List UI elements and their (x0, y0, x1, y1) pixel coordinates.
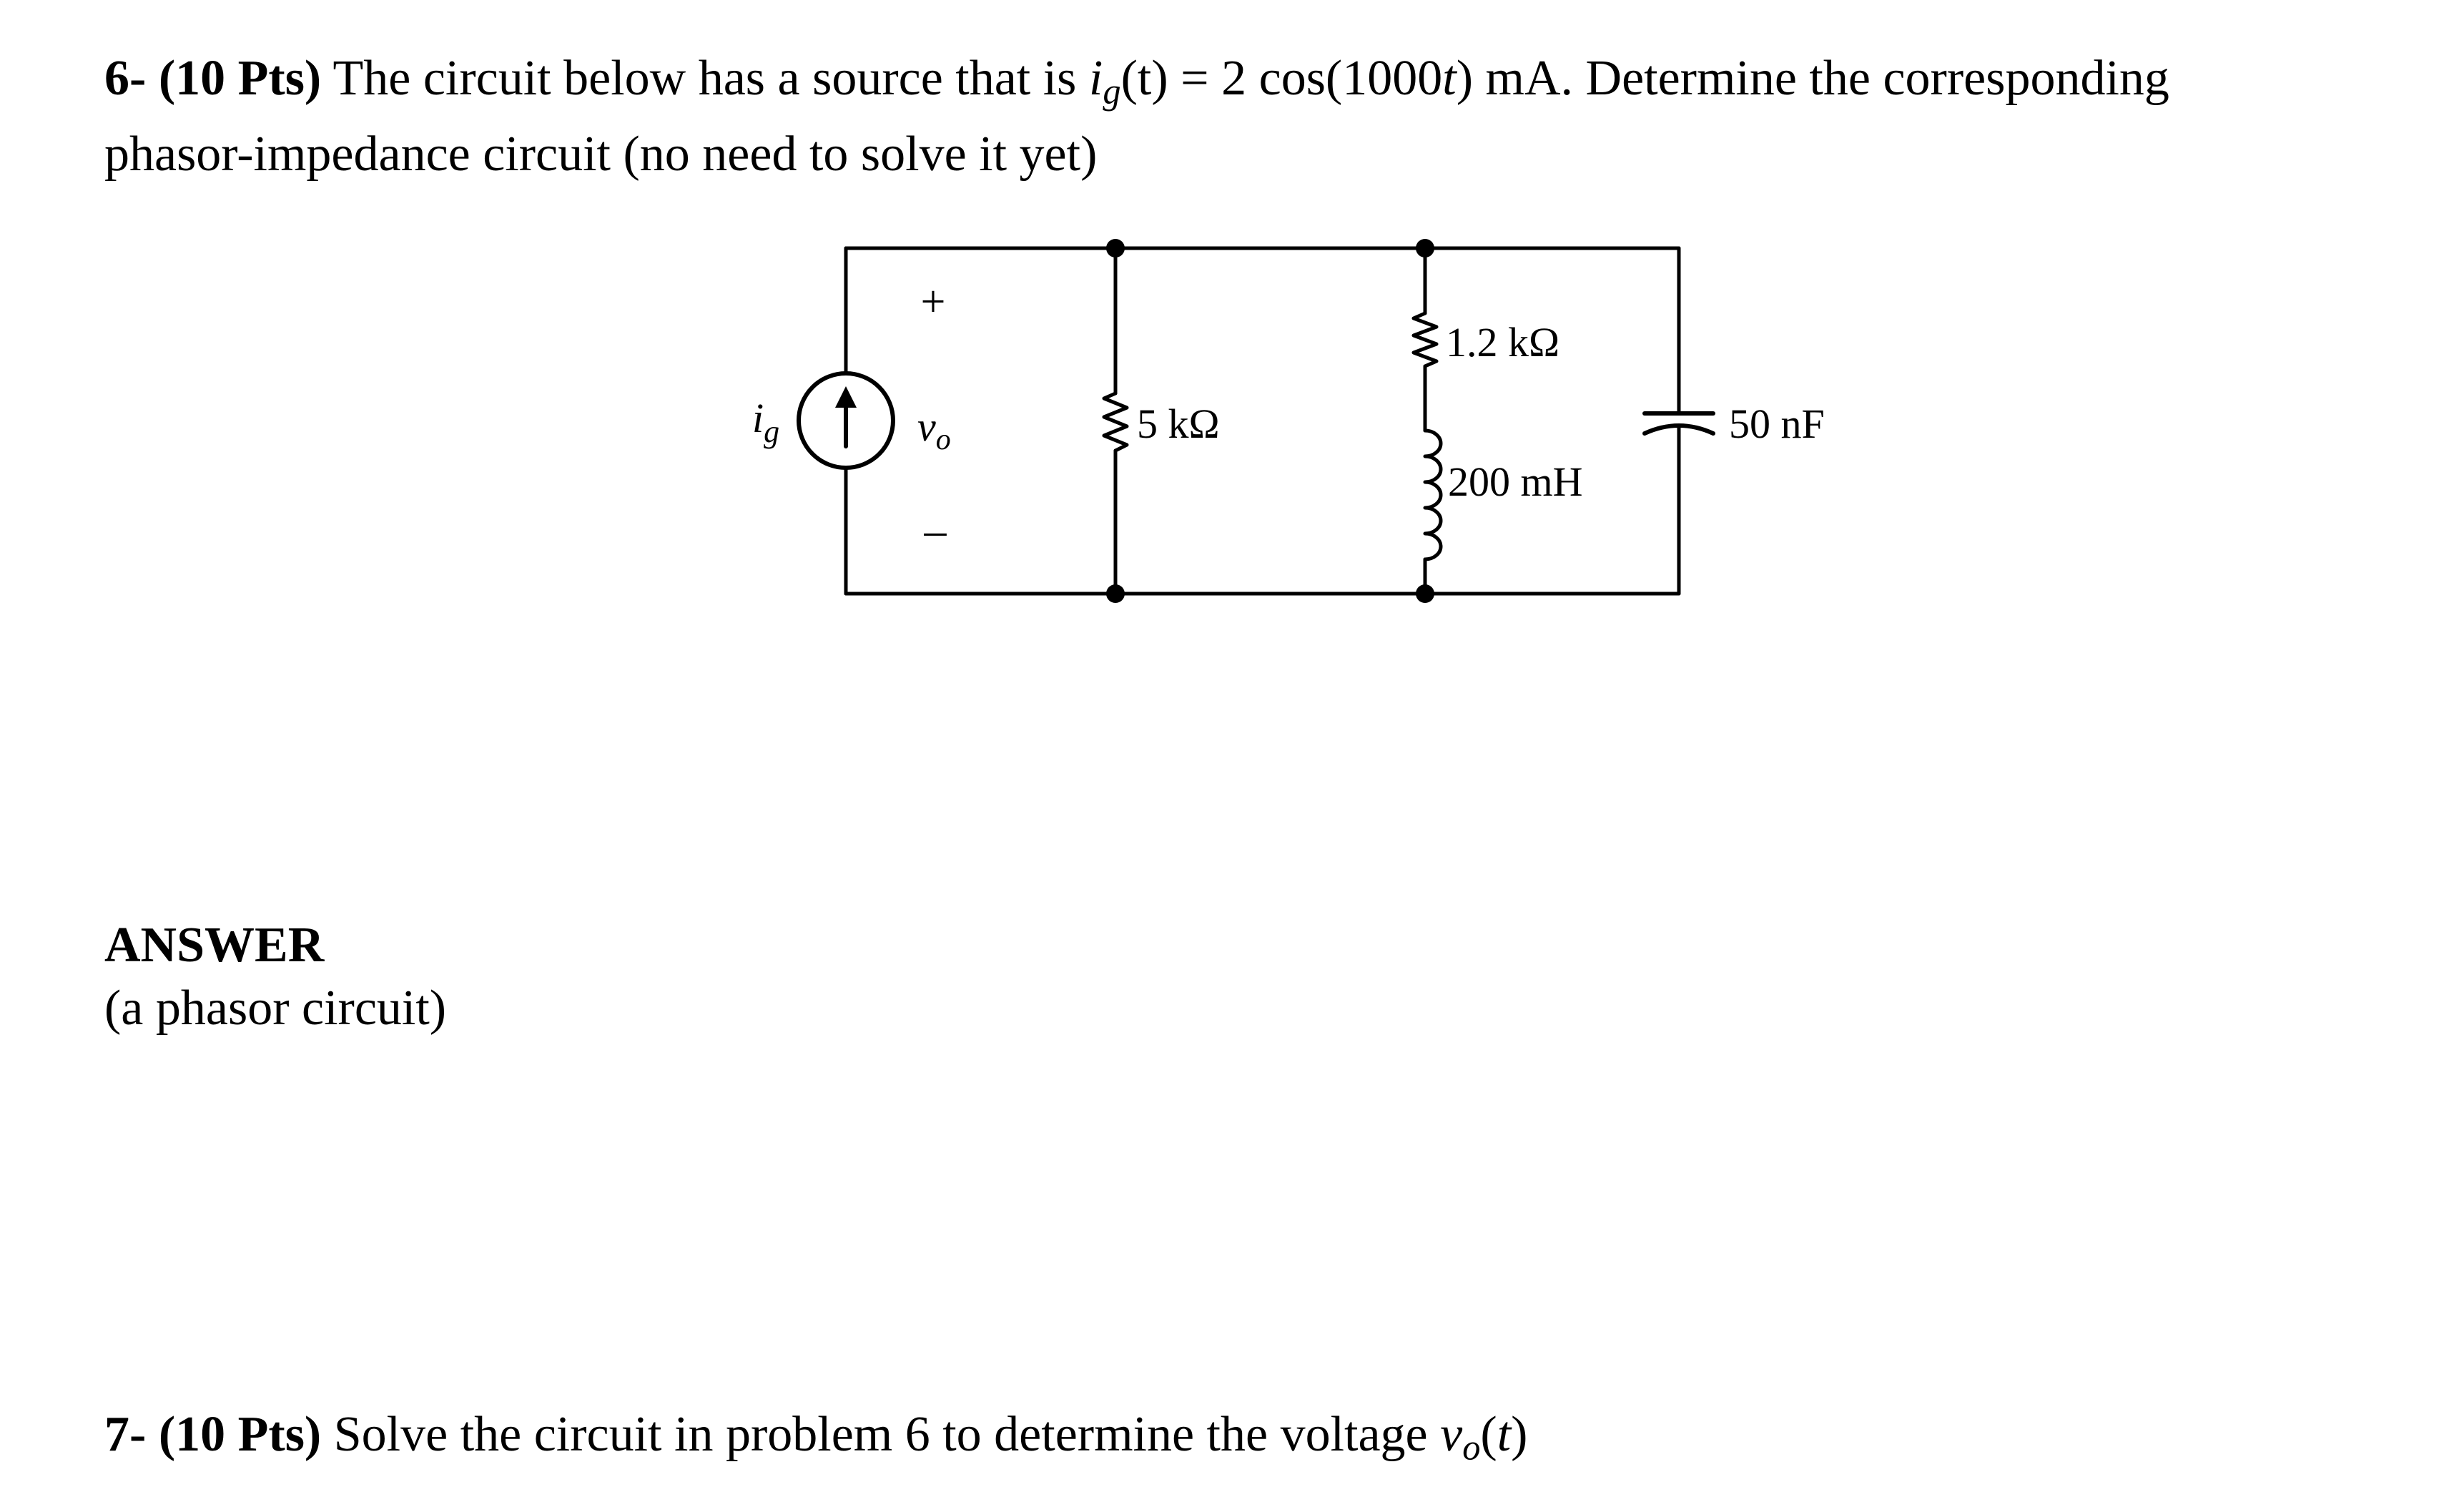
problem-7-points: (10 Pts) (158, 1407, 322, 1462)
node-top-2 (1416, 239, 1434, 257)
node-bottom-1 (1106, 584, 1125, 603)
problem-6-text-b: (t) = 2 cos(1000 (1120, 51, 1443, 106)
time-var-t: t (1442, 51, 1457, 106)
problem-7-text-a: Solve the circuit in problem 6 to determ… (333, 1407, 1441, 1462)
answer-title: ANSWER (104, 918, 325, 973)
problem-6-text-c: ) mA. Determine the corresponding (1456, 51, 2169, 106)
inductor-label: 200 mH (1448, 458, 1583, 505)
source-var-sub: g (1103, 71, 1121, 112)
node-bottom-2 (1416, 584, 1434, 603)
resistor-5k-icon (1102, 391, 1129, 453)
minus-sign: – (924, 506, 947, 555)
vo-label: vo (917, 403, 951, 456)
voltage-var-sub: o (1462, 1427, 1481, 1468)
voltage-var-v: v (1440, 1407, 1463, 1462)
voltage-time-var-t: t (1497, 1407, 1512, 1462)
problem-6: 6- (10 Pts) The circuit below has a sour… (104, 47, 2428, 186)
resistor-1-2k-icon (1411, 311, 1439, 368)
problem-7-number: 7- (104, 1407, 147, 1462)
inductor-icon (1423, 428, 1443, 561)
problem-6-line-2: phasor-impedance circuit (no need to sol… (104, 126, 1098, 182)
source-label: ig (752, 395, 779, 449)
source-var-i: i (1088, 51, 1103, 106)
problem-6-text-a: The circuit below has a source that is (332, 51, 1089, 106)
resistor-5k-label: 5 kΩ (1137, 401, 1220, 447)
problem-6-points: (10 Pts) (158, 51, 322, 106)
answer-subtitle: (a phasor circuit) (104, 981, 447, 1036)
problem-6-line-1: 6- (10 Pts) The circuit below has a sour… (104, 47, 2428, 123)
current-source-icon (797, 371, 895, 470)
node-top-1 (1106, 239, 1125, 257)
problem-7-text-b: ( (1480, 1407, 1497, 1462)
problem-7: 7- (10 Pts) Solve the circuit in problem… (104, 1403, 2428, 1479)
answer-section: ANSWER (a phasor circuit) (104, 914, 446, 1040)
current-arrow-head (835, 386, 857, 408)
resistor-1-2k-label: 1.2 kΩ (1446, 319, 1559, 365)
plus-sign: + (921, 278, 946, 326)
problem-6-number: 6- (104, 51, 147, 106)
problem-7-text-c: ) (1511, 1407, 1528, 1462)
capacitor-label: 50 nF (1729, 401, 1825, 447)
